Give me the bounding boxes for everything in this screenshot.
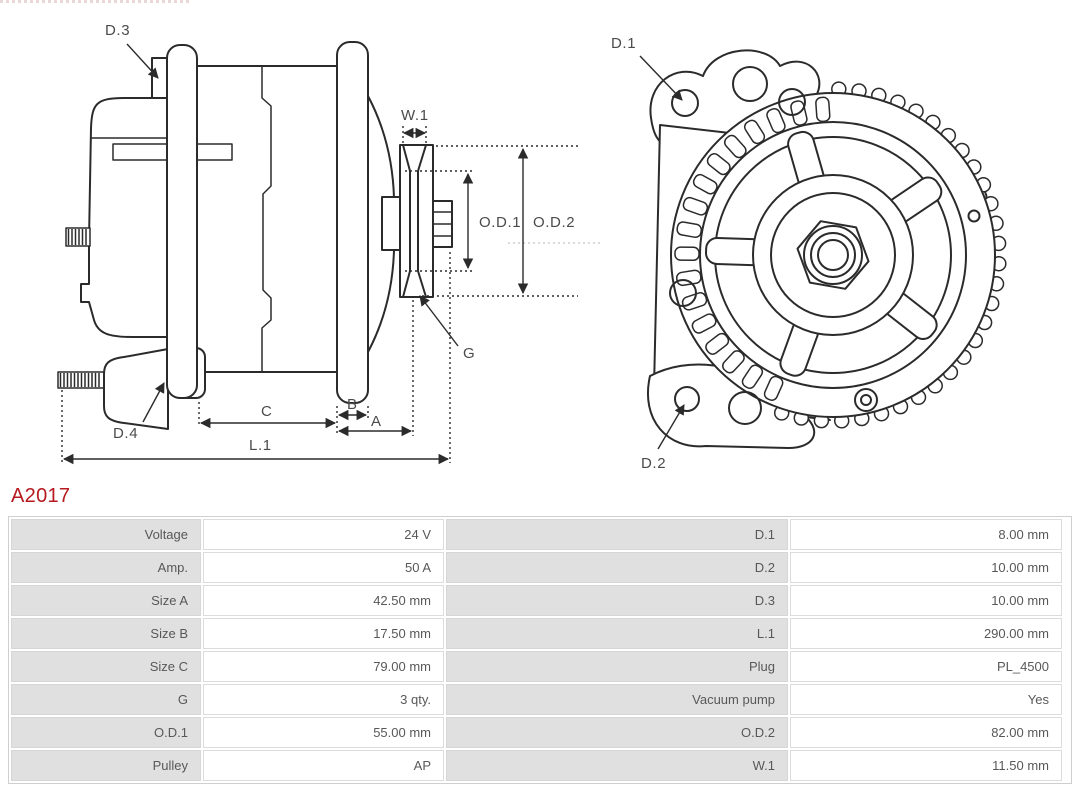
spec-value-cell: 290.00 mm xyxy=(790,618,1062,649)
bracket-bottom-lobe xyxy=(647,363,831,449)
part-number-title: A2017 xyxy=(11,485,71,507)
spec-label-cell: Amp. xyxy=(11,552,201,583)
pulley-groove-left xyxy=(402,144,411,298)
dim-b: B xyxy=(337,396,369,421)
drive-end-cone-top xyxy=(367,95,395,199)
shaft-thread-lines xyxy=(433,211,452,237)
leader-d2: D.2 xyxy=(641,404,685,472)
dim-label-d1: D.1 xyxy=(611,35,636,52)
leader-d3: D.3 xyxy=(105,22,159,79)
spec-value-cell: PL_4500 xyxy=(790,651,1062,682)
boss-hole-bottom xyxy=(860,394,872,406)
dim-od2: O.D.2 xyxy=(422,145,600,297)
side-view-drawing: W.1 O.D.1 O.D.2 G D.3 xyxy=(57,22,600,465)
spec-table: Voltage 24 V D.1 8.00 mm Amp. 50 A D.2 1… xyxy=(8,516,1072,784)
dim-w1: W.1 xyxy=(401,107,429,143)
mounting-ear-right xyxy=(336,41,369,404)
dim-label-c: C xyxy=(261,403,272,420)
dim-a: A xyxy=(337,300,414,437)
spec-label-cell: Size B xyxy=(11,618,201,649)
dim-label-l1: L.1 xyxy=(249,437,272,454)
spec-label-cell: O.D.2 xyxy=(446,717,788,748)
spec-value-cell: 79.00 mm xyxy=(203,651,444,682)
pulley-spokes xyxy=(705,130,943,377)
spec-label-cell: O.D.1 xyxy=(11,717,201,748)
spec-label-cell: Voltage xyxy=(11,519,201,550)
dim-l1: L.1 xyxy=(61,252,451,465)
boss-outer-bottom xyxy=(854,388,878,412)
spec-value-cell: 11.50 mm xyxy=(790,750,1062,781)
dim-label-d4: D.4 xyxy=(113,425,138,442)
dim-label-d2: D.2 xyxy=(641,455,666,472)
spec-label-cell: W.1 xyxy=(446,750,788,781)
spec-label-cell: L.1 xyxy=(446,618,788,649)
dim-label-a: A xyxy=(371,413,382,430)
dim-label-d3: D.3 xyxy=(105,22,130,39)
rear-housing xyxy=(80,97,171,338)
alternator-body-side xyxy=(169,65,361,373)
leader-g: G xyxy=(419,295,475,362)
dim-od1: O.D.1 xyxy=(405,170,521,272)
dim-c: C xyxy=(198,402,338,436)
mount-hole-d2 xyxy=(674,386,700,412)
mount-hole-top-large xyxy=(732,66,768,102)
hub-inner-circle xyxy=(770,192,896,318)
leader-d1: D.1 xyxy=(611,35,683,101)
spec-value-cell: 8.00 mm xyxy=(790,519,1062,550)
mount-hole-d1 xyxy=(671,89,699,117)
pulley-groove-right xyxy=(417,144,427,298)
mount-hole-bottom-large xyxy=(728,391,762,425)
spec-label-cell: Size C xyxy=(11,651,201,682)
leader-d4: D.4 xyxy=(113,382,165,442)
spec-value-cell: 3 qty. xyxy=(203,684,444,715)
spec-value-cell: 10.00 mm xyxy=(790,585,1062,616)
alternator-technical-drawing: W.1 O.D.1 O.D.2 G D.3 xyxy=(57,22,1007,472)
dim-label-b: B xyxy=(347,396,358,413)
shaft-bore-circle xyxy=(817,239,849,271)
spec-label-cell: Plug xyxy=(446,651,788,682)
spec-value-cell: 17.50 mm xyxy=(203,618,444,649)
spec-value-cell: 55.00 mm xyxy=(203,717,444,748)
spec-value-cell: 42.50 mm xyxy=(203,585,444,616)
spec-value-cell: 82.00 mm xyxy=(790,717,1062,748)
dim-label-od2: O.D.2 xyxy=(533,214,575,231)
spec-value-cell: Yes xyxy=(790,684,1062,715)
spec-label-cell: D.2 xyxy=(446,552,788,583)
mounting-ear-left xyxy=(166,44,198,399)
stud-threads-upper xyxy=(67,229,87,245)
front-cover-outer-circle xyxy=(699,121,967,389)
mount-hole-left-web xyxy=(669,279,697,307)
spec-label-cell: D.3 xyxy=(446,585,788,616)
tab-hole-right xyxy=(967,209,981,223)
spec-label-cell: Vacuum pump xyxy=(446,684,788,715)
dim-label-od1: O.D.1 xyxy=(479,214,521,231)
spec-label-cell: D.1 xyxy=(446,519,788,550)
dim-label-g: G xyxy=(463,345,475,362)
front-view-drawing: D.1 D.2 xyxy=(611,35,1007,472)
vacuum-pump-housing xyxy=(103,348,169,430)
spec-label-cell: G xyxy=(11,684,201,715)
mount-hole-top-small xyxy=(778,88,806,116)
pulley xyxy=(399,144,434,298)
spec-label-cell: Pulley xyxy=(11,750,201,781)
mounting-holes xyxy=(669,66,981,425)
drive-end-cone-bottom xyxy=(367,249,395,353)
top-edge-artifact xyxy=(0,0,190,3)
dim-label-w1: W.1 xyxy=(401,107,429,124)
spec-value-cell: AP xyxy=(203,750,444,781)
body-parting-line xyxy=(261,65,272,373)
stud-threads-lower xyxy=(59,373,100,387)
spec-label-cell: Size A xyxy=(11,585,201,616)
d3-boss xyxy=(151,57,169,99)
spec-value-cell: 24 V xyxy=(203,519,444,550)
spec-value-cell: 50 A xyxy=(203,552,444,583)
spec-value-cell: 10.00 mm xyxy=(790,552,1062,583)
